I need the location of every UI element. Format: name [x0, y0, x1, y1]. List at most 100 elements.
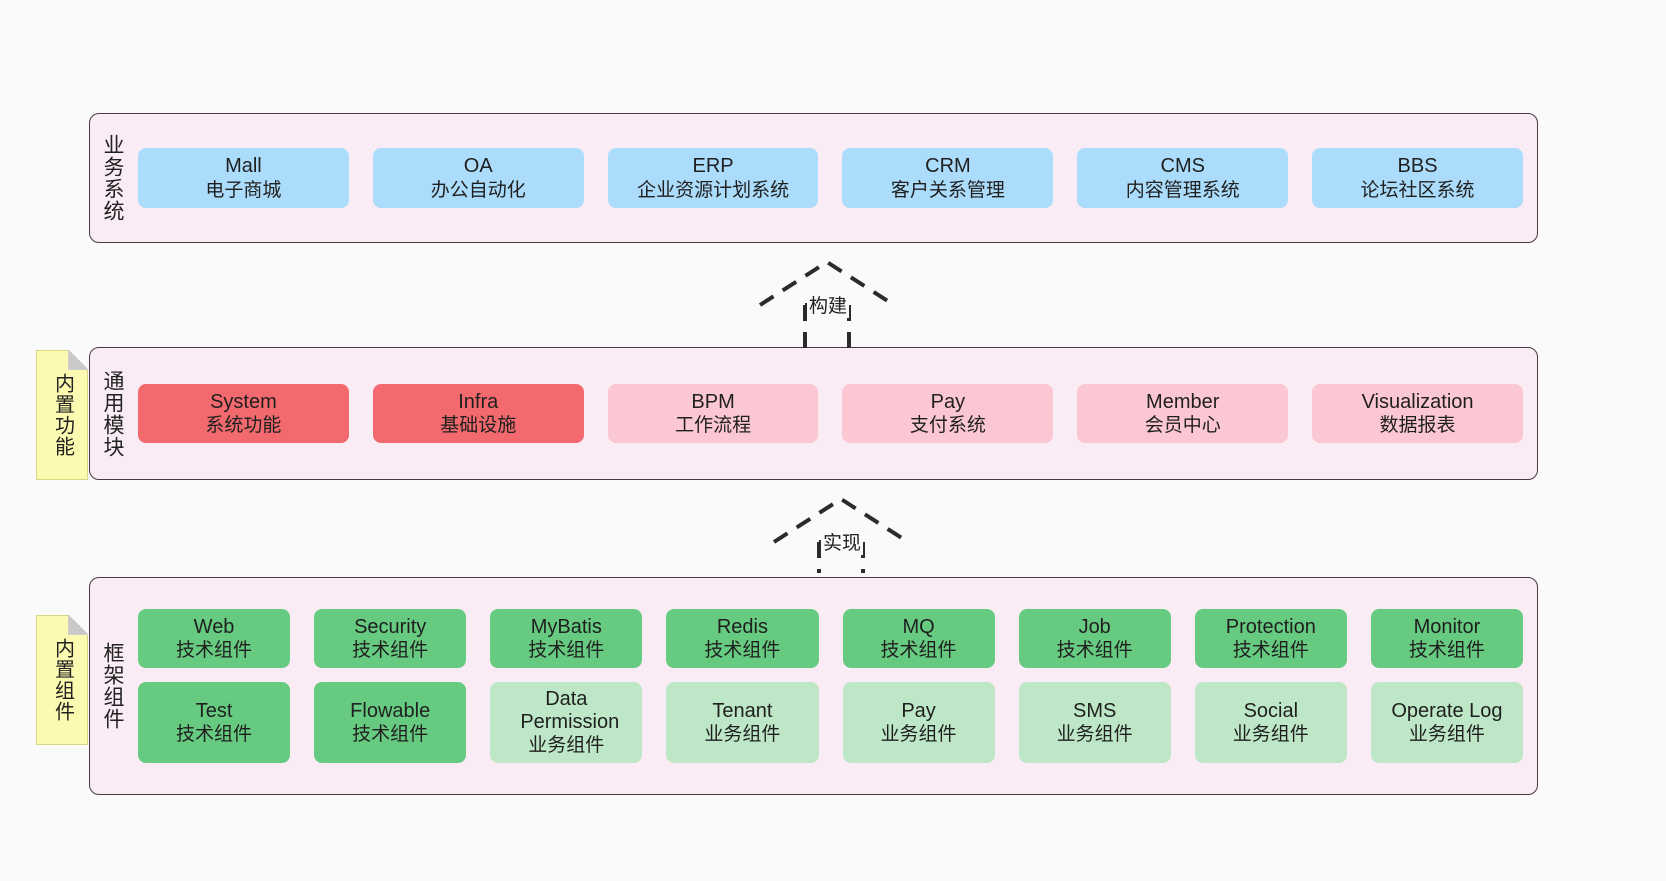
card-title-en: OA: [463, 155, 493, 178]
card-title-cn: 论坛社区系统: [1360, 179, 1475, 201]
card-row: System 系统功能 Infra 基础设施 BPM 工作流程 Pay 支付系统…: [138, 383, 1523, 444]
card-mybatis[interactable]: MyBatis 技术组件: [490, 608, 643, 669]
card-crm[interactable]: CRM 客户关系管理: [842, 148, 1054, 208]
layer-common-module: 通用模块 System 系统功能 Infra 基础设施 BPM 工作流程 Pay…: [89, 347, 1538, 480]
card-tenant[interactable]: Tenant 业务组件: [666, 682, 819, 764]
note-label: 内置功能: [51, 373, 74, 457]
card-title-cn: 技术组件: [176, 724, 253, 746]
card-title-cn: 业务组件: [528, 735, 605, 757]
card-bpm[interactable]: BPM 工作流程: [607, 383, 819, 444]
card-title-cn: 技术组件: [1408, 640, 1485, 662]
card-title-cn: 业务组件: [1408, 724, 1485, 746]
card-title-en: Test: [195, 699, 233, 722]
card-flowable[interactable]: Flowable 技术组件: [314, 682, 467, 764]
card-row-technical: Web 技术组件 Security 技术组件 MyBatis 技术组件 Redi…: [138, 608, 1523, 669]
card-sms[interactable]: SMS 业务组件: [1018, 682, 1171, 764]
card-title-en: MQ: [902, 615, 935, 638]
card-title-cn: 技术组件: [528, 640, 605, 662]
card-mq[interactable]: MQ 技术组件: [842, 608, 995, 669]
card-title-en: BPM: [691, 390, 735, 413]
layer-body-common-module: System 系统功能 Infra 基础设施 BPM 工作流程 Pay 支付系统…: [134, 348, 1537, 479]
card-title-cn: 电子商城: [205, 179, 282, 201]
card-security[interactable]: Security 技术组件: [314, 608, 467, 669]
card-title-en: Flowable: [350, 699, 431, 722]
connector-implement: 实现: [771, 495, 911, 573]
card-job[interactable]: Job 技术组件: [1018, 608, 1171, 669]
card-operate-log[interactable]: Operate Log 业务组件: [1370, 682, 1523, 764]
card-title-cn: 基础设施: [440, 415, 517, 437]
card-title-en: Mall: [225, 155, 262, 178]
card-title-cn: 技术组件: [352, 724, 429, 746]
card-title-cn: 技术组件: [176, 640, 253, 662]
note-builtin-component: 内置组件: [36, 615, 88, 745]
card-title-en: Operate Log: [1391, 699, 1503, 722]
card-mall[interactable]: Mall 电子商城: [138, 148, 349, 208]
card-title-cn: 技术组件: [1232, 640, 1309, 662]
card-title-cn: 业务组件: [704, 724, 781, 746]
card-title-cn: 业务组件: [880, 724, 957, 746]
card-title-cn: 办公自动化: [430, 179, 526, 201]
connector-label-build: 构建: [807, 291, 850, 318]
layer-title-business-system: 业务系统: [101, 134, 125, 222]
card-web[interactable]: Web 技术组件: [138, 608, 291, 669]
card-title-cn: 内容管理系统: [1125, 179, 1240, 201]
card-title-en: ERP: [692, 155, 734, 178]
card-title-en: CMS: [1160, 155, 1205, 178]
note-builtin-function: 内置功能: [36, 350, 88, 480]
connector-build: 构建: [757, 258, 897, 350]
card-data-permission[interactable]: Data Permission 业务组件: [490, 682, 643, 764]
card-system[interactable]: System 系统功能: [138, 383, 349, 444]
connector-label-implement: 实现: [821, 528, 864, 555]
card-row-business: Test 技术组件 Flowable 技术组件 Data Permission …: [138, 682, 1523, 764]
card-title-cn: 客户关系管理: [890, 179, 1005, 201]
card-title-cn: 技术组件: [352, 640, 429, 662]
card-social[interactable]: Social 业务组件: [1194, 682, 1347, 764]
card-title-cn: 技术组件: [880, 640, 957, 662]
card-pay-business[interactable]: Pay 业务组件: [842, 682, 995, 764]
card-title-en: Monitor: [1413, 615, 1481, 638]
card-title-cn: 技术组件: [1056, 640, 1133, 662]
card-bbs[interactable]: BBS 论坛社区系统: [1312, 148, 1523, 208]
card-title-en: CRM: [925, 155, 971, 178]
card-pay[interactable]: Pay 支付系统: [842, 383, 1054, 444]
note-label: 内置组件: [51, 638, 74, 722]
card-title-cn: 业务组件: [1056, 724, 1133, 746]
layer-business-system: 业务系统 Mall 电子商城 OA 办公自动化 ERP 企业资源计划系统 CRM…: [89, 113, 1538, 243]
card-title-cn: 业务组件: [1232, 724, 1309, 746]
card-title-en: Redis: [716, 615, 768, 638]
card-cms[interactable]: CMS 内容管理系统: [1077, 148, 1289, 208]
card-title-en: Data Permission: [520, 688, 620, 734]
card-infra[interactable]: Infra 基础设施: [372, 383, 584, 444]
card-title-cn: 工作流程: [675, 415, 752, 437]
card-visualization[interactable]: Visualization 数据报表: [1312, 383, 1523, 444]
card-title-en: Job: [1078, 615, 1111, 638]
layer-title-common-module: 通用模块: [101, 369, 125, 458]
card-title-en: BBS: [1397, 155, 1438, 178]
card-title-cn: 数据报表: [1379, 415, 1456, 437]
card-title-cn: 系统功能: [205, 415, 282, 437]
card-title-cn: 会员中心: [1144, 415, 1221, 437]
card-title-en: Visualization: [1361, 390, 1474, 413]
layer-body-business-system: Mall 电子商城 OA 办公自动化 ERP 企业资源计划系统 CRM 客户关系…: [134, 114, 1537, 242]
card-monitor[interactable]: Monitor 技术组件: [1370, 608, 1523, 669]
card-title-cn: 支付系统: [909, 415, 986, 437]
card-erp[interactable]: ERP 企业资源计划系统: [607, 148, 819, 208]
card-title-cn: 企业资源计划系统: [637, 179, 790, 201]
layer-title-framework-component: 框架组件: [101, 642, 125, 730]
card-title-en: Pay: [901, 699, 936, 722]
card-oa[interactable]: OA 办公自动化: [372, 148, 584, 208]
card-title-en: Social: [1243, 699, 1299, 722]
card-redis[interactable]: Redis 技术组件: [666, 608, 819, 669]
card-title-en: Member: [1146, 390, 1220, 413]
card-title-cn: 技术组件: [704, 640, 781, 662]
card-title-en: Web: [193, 615, 235, 638]
card-title-en: Security: [354, 615, 427, 638]
card-title-en: System: [210, 390, 277, 413]
card-protection[interactable]: Protection 技术组件: [1194, 608, 1347, 669]
card-test[interactable]: Test 技术组件: [138, 682, 291, 764]
card-title-en: MyBatis: [530, 615, 602, 638]
card-title-en: Infra: [458, 390, 499, 413]
card-title-en: Pay: [930, 390, 966, 413]
card-title-en: SMS: [1073, 699, 1117, 722]
card-member[interactable]: Member 会员中心: [1077, 383, 1289, 444]
